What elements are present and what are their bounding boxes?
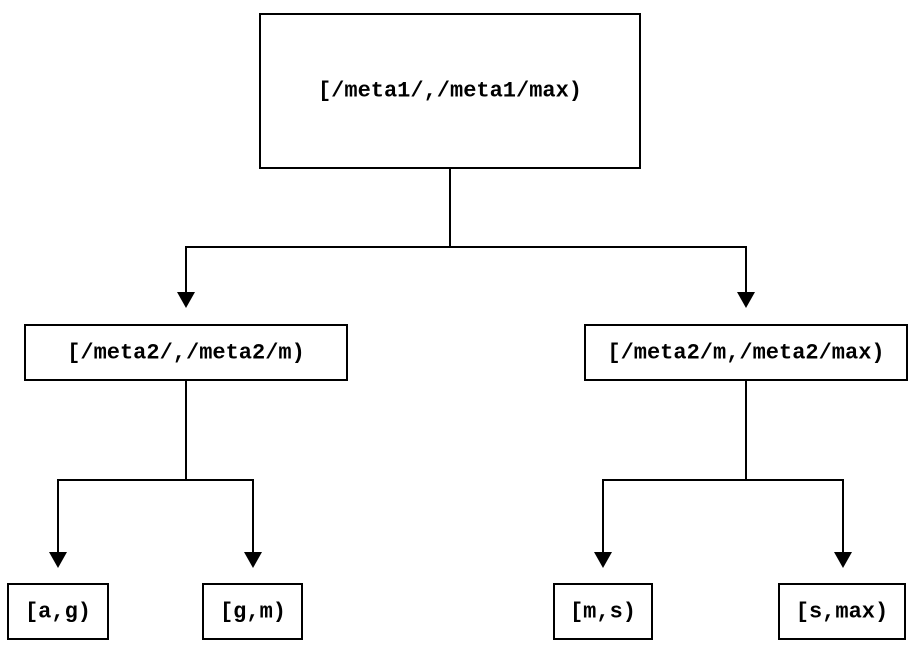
node-right: [/meta2/m,/meta2/max)	[584, 324, 908, 381]
arrowhead-to-leaf-ms	[594, 552, 612, 568]
node-left: [/meta2/,/meta2/m)	[24, 324, 348, 381]
node-leaf-ms-label: [m,s)	[570, 600, 636, 625]
node-leaf-smax-box	[778, 583, 906, 640]
node-leaf-ms-box	[553, 583, 653, 640]
node-right-label: [/meta2/m,/meta2/max)	[607, 341, 884, 366]
arrowhead-to-left-node	[177, 292, 195, 308]
node-left-label: [/meta2/,/meta2/m)	[67, 341, 305, 366]
node-root: [/meta1/,/meta1/max)	[259, 13, 641, 169]
node-root-box	[259, 13, 641, 169]
arrowhead-to-right-node	[737, 292, 755, 308]
node-leaf-gm-label: [g,m)	[220, 600, 286, 625]
node-leaf-smax: [s,max)	[778, 583, 906, 640]
node-leaf-ms: [m,s)	[553, 583, 653, 640]
node-leaf-ag-label: [a,g)	[25, 600, 91, 625]
node-root-label: [/meta1/,/meta1/max)	[318, 79, 582, 104]
node-right-box	[584, 324, 908, 381]
node-leaf-ag: [a,g)	[7, 583, 109, 640]
node-leaf-gm: [g,m)	[202, 583, 303, 640]
node-leaf-ag-box	[7, 583, 109, 640]
edges-right-subtree	[594, 380, 852, 568]
node-left-box	[24, 324, 348, 381]
node-leaf-gm-box	[202, 583, 303, 640]
edges-left-subtree	[49, 380, 262, 568]
arrowhead-to-leaf-ag	[49, 552, 67, 568]
arrowhead-to-leaf-gm	[244, 552, 262, 568]
arrowhead-to-leaf-smax	[834, 552, 852, 568]
node-leaf-smax-label: [s,max)	[796, 600, 888, 625]
edges-root-level	[177, 168, 755, 308]
